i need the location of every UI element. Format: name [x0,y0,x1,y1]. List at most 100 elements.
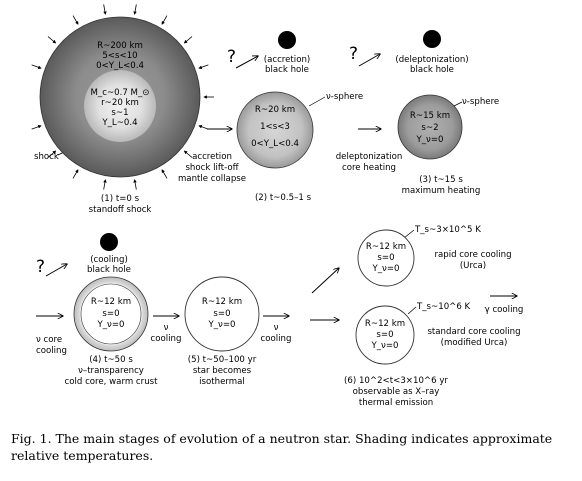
s6a-param-radius: R~12 km [366,242,406,252]
s3-caption-desc: maximum heating [402,186,481,196]
infall-arrow [184,151,193,158]
infall-arrow [135,180,137,190]
s1-param-radius: R~200 km [97,41,143,51]
s1-core-radius: r~20 km [101,98,139,108]
question-mark-1: ? [227,47,236,67]
s6a-label-2: (Urca) [460,261,486,271]
s3-nu-sphere-label: ν-sphere [462,97,499,107]
s4-param-neutrino: Y_ν=0 [96,320,124,330]
black-hole-accretion [278,31,296,49]
s5-caption-desc-2: isothermal [199,377,245,387]
s6b-param-entropy: s=0 [376,330,393,340]
bh-accretion-label-1: (accretion) [264,55,311,65]
arrow-to-stage-6a [311,268,339,294]
s6b-label-1: standard core cooling [427,327,520,337]
arrow4-label-1: ν core [36,335,62,345]
infall-arrow [47,151,56,158]
infall-arrow [184,36,193,43]
s3-nu-sphere-pointer [453,101,463,107]
s3-param-radius: R~15 km [410,111,450,121]
s6-caption-desc-1: observable as X–ray [353,387,440,397]
s3-caption-time: (3) t~15 s [419,175,463,185]
stage-3: R~15 km s~2 Y_ν=0 ν-sphere (3) t~15 s ma… [397,94,499,196]
s2-param-entropy: 1<s<3 [260,122,290,132]
proto-neutron-star-core [84,70,156,142]
infall-arrow [135,4,137,14]
arrow-to-bh-cooling [45,264,67,277]
arrow2-label-2: core heating [342,163,396,173]
figure-caption-line-2: relative temperatures. [11,448,153,463]
stage-6a: T_s~3×10^5 K R~12 km s=0 Y_ν=0 rapid cor… [357,225,512,287]
s2-caption-time: (2) t~0.5–1 s [255,193,312,203]
stage-6b-star [355,305,415,365]
arrow1-label-2: shock lift-off [185,163,239,173]
infall-arrow [161,170,168,179]
figure-caption-line-1: Fig. 1. The main stages of evolution of a… [11,431,552,446]
arrow5-label-2: cooling [151,334,182,344]
stage-4-star [73,276,149,352]
arrow1-label-3: mantle collapse [178,174,246,184]
s6b-temp-pointer [407,306,417,315]
s6a-param-entropy: s=0 [377,253,394,263]
arrow4-label-2: cooling [36,346,67,356]
arrow6-label-2: cooling [261,334,292,344]
stage-1: R~200 km 5<s<10 0<Y_L<0.4 M_c~0.7 M_⊙ r~… [31,4,214,215]
bh-accretion-label-2: black hole [265,65,309,75]
s5-caption-desc-1: star becomes [193,366,252,376]
s6a-surface-temp: T_s~3×10^5 K [414,225,481,235]
bh-cooling-label-2: black hole [87,265,131,275]
stage-3-star [397,94,463,160]
stage-2-star [236,91,314,169]
bh-delept-label-1: (deleptonization) [395,55,468,65]
s3-param-entropy: s~2 [421,123,438,133]
infall-arrow [103,180,106,190]
s6a-temp-pointer [403,229,415,239]
arrow-to-bh-delept [358,54,380,67]
s1-core-entropy: s~1 [111,108,128,118]
figure-caption-label: Fig. 1. [11,431,52,446]
shock-label: shock [34,152,59,162]
s6a-label-1: rapid core cooling [434,250,511,260]
s4-param-entropy: s=0 [102,309,119,319]
s6b-param-neutrino: Y_ν=0 [370,341,398,351]
s4-caption-desc-2: cold core, warm crust [65,377,159,387]
s5-param-neutrino: Y_ν=0 [207,320,235,330]
s6-caption-time: (6) 10^2<t<3×10^6 yr [344,376,448,386]
black-hole-cooling [100,233,118,251]
s6b-label-2: (modified Urca) [441,338,508,348]
infall-arrow [199,64,209,68]
infall-arrow [199,126,209,130]
infall-arrow [72,15,79,25]
s4-caption-time: (4) t~50 s [89,355,133,365]
stage-4-core-boundary [80,283,142,345]
infall-arrow [31,126,41,130]
black-hole-deleptonization [423,30,441,48]
stage-6b: T_s~10^6 K R~12 km s=0 Y_ν=0 standard co… [355,302,521,365]
s4-param-radius: R~12 km [91,297,131,307]
infall-arrow [161,15,168,25]
s2-nu-sphere-label: ν-sphere [326,92,363,102]
s6b-surface-temp: T_s~10^6 K [416,302,471,312]
s5-param-entropy: s=0 [213,309,230,319]
arrow1-label-1: accretion [192,152,232,162]
question-mark-2: ? [349,44,358,64]
bh-cooling-label-1: (cooling) [90,255,128,265]
s1-param-entropy: 5<s<10 [102,51,137,61]
infall-arrow [72,170,79,179]
stage-2: R~20 km 1<s<3 0<Y_L<0.4 ν-sphere (2) t~0… [236,91,363,203]
s6-caption-desc-2: thermal emission [359,398,433,408]
figure-caption-text-1: The main stages of evolution of a neutro… [56,431,553,446]
bh-delept-label-2: black hole [410,65,454,75]
s1-param-lepton: 0<Y_L<0.4 [96,61,144,71]
s1-core-lepton: Y_L~0.4 [101,118,137,128]
s1-caption-desc: standoff shock [89,205,152,215]
arrow2-label-1: deleptonization [336,152,403,162]
s3-param-neutrino: Y_ν=0 [415,135,443,145]
s2-param-lepton: 0<Y_L<0.4 [251,139,299,149]
s2-param-radius: R~20 km [255,105,295,115]
s5-caption-time: (5) t~50–100 yr [188,355,257,365]
s5-param-radius: R~12 km [202,297,242,307]
arrow5-label-1: ν [164,323,169,333]
s2-nu-sphere-pointer [308,96,326,107]
